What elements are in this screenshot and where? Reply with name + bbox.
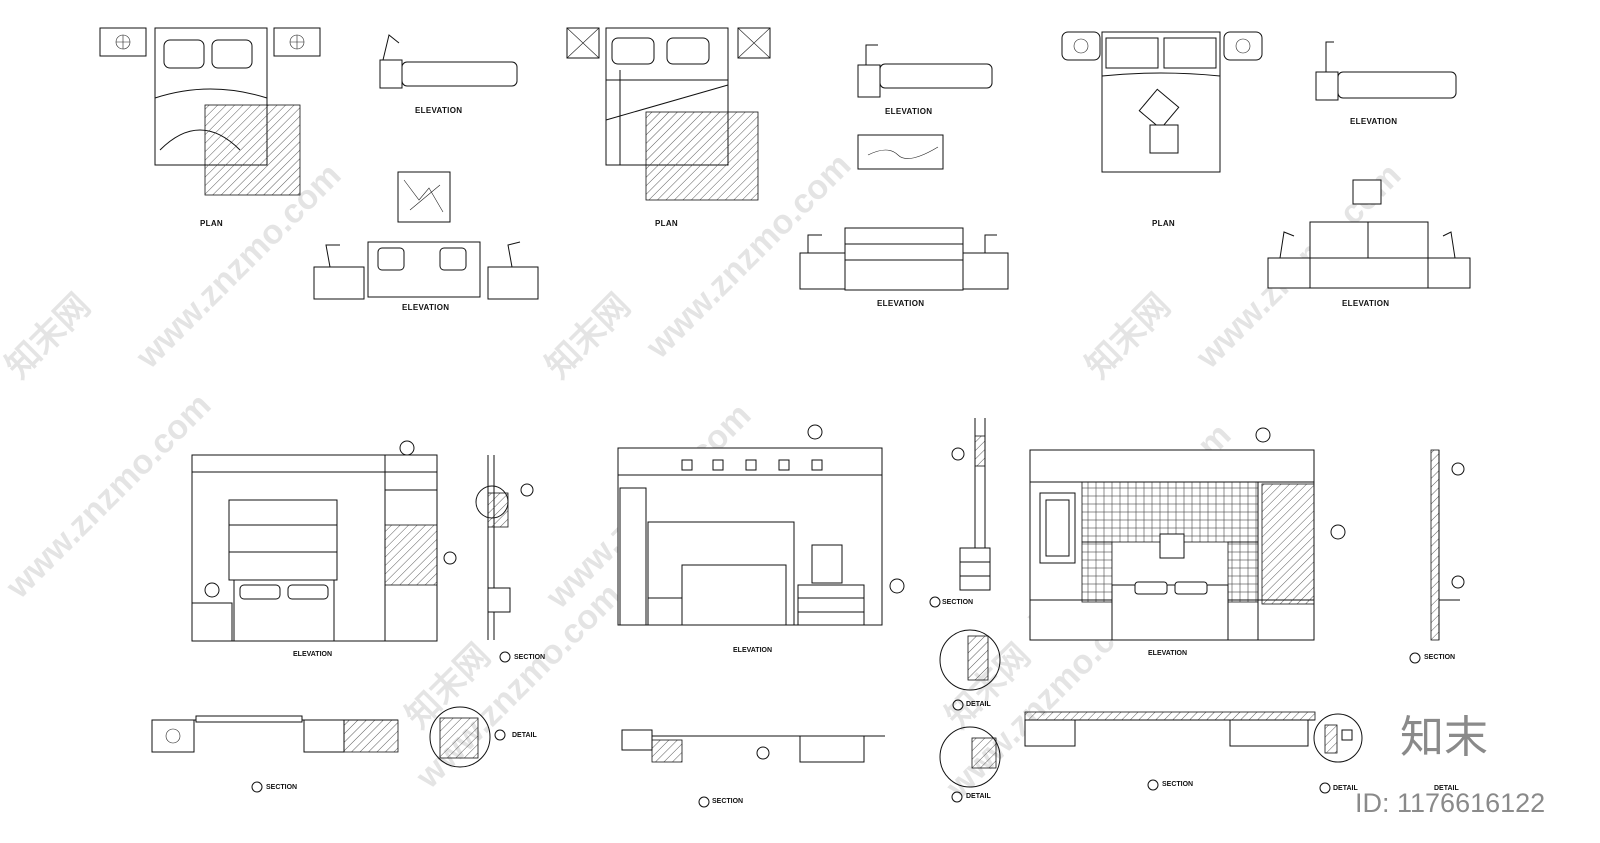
elevation-label-1: ELEVATION [415,106,462,115]
plan-strip-a: SECTION [151,715,399,793]
plan-label-3: PLAN [1152,219,1175,228]
watermark-cn-3: 知末网 [1079,287,1178,386]
section-label-4: SECTION [942,599,973,606]
plan-strip-b: SECTION [621,729,885,808]
detail-d: DETAIL DETAIL [1313,713,1459,794]
plan-label-2: PLAN [655,219,678,228]
watermark-cn-2: 知末网 [539,287,638,386]
elevation-label-4: ELEVATION [877,299,924,308]
set2-front-elevation: ELEVATION [799,227,1009,308]
detail-label-1: DETAIL [512,732,537,739]
set2-side-elevation: ELEVATION [857,44,993,170]
elevation-label-5: ELEVATION [1350,117,1397,126]
elevation-label-6: ELEVATION [1342,299,1389,308]
section-d: SECTION [1409,449,1465,664]
detail-label-3: DETAIL [966,793,991,800]
set3-front-elevation: ELEVATION [1267,179,1471,308]
set1-side-elevation: ELEVATION [379,34,518,115]
detail-c2: DETAIL [939,726,1001,803]
elevation-b: ELEVATION [617,424,905,654]
detail-label-2: DETAIL [966,701,991,708]
elevation-a: ELEVATION [191,440,457,658]
plan-strip-d: SECTION [1024,711,1316,791]
section-label-2: SECTION [266,784,297,791]
section-label-5: SECTION [1424,654,1455,661]
detail-c1: DETAIL [939,629,1001,711]
watermark-cn-1: 知末网 [0,287,98,386]
elevation-label-7: ELEVATION [293,651,332,658]
watermark-4: www.znzmo.com [0,386,218,606]
elevation-label-8: ELEVATION [733,647,772,654]
brand-logo: 知末 [1400,713,1488,762]
set1-plan: PLAN [99,27,321,228]
detail-label-5: DETAIL [1434,785,1459,792]
set3-plan: PLAN [1061,31,1263,228]
set3-side-elevation: ELEVATION [1315,41,1457,126]
elevation-label-9: ELEVATION [1148,650,1187,657]
plan-label-1: PLAN [200,219,223,228]
detail-a: DETAIL [429,706,537,768]
section-a: SECTION [475,455,545,663]
section-label-3: SECTION [712,798,743,805]
section-c: SECTION [929,418,991,608]
detail-label-4: DETAIL [1333,785,1358,792]
elevation-d: ELEVATION [1029,427,1346,657]
elevation-label-3: ELEVATION [885,107,932,116]
image-id-text: ID: 1176616122 [1355,788,1545,818]
set1-front-elevation: ELEVATION [313,171,539,312]
elevation-label-2: ELEVATION [402,303,449,312]
section-label-6: SECTION [1162,781,1193,788]
set2-plan: PLAN [566,27,771,228]
section-label-1: SECTION [514,654,545,661]
